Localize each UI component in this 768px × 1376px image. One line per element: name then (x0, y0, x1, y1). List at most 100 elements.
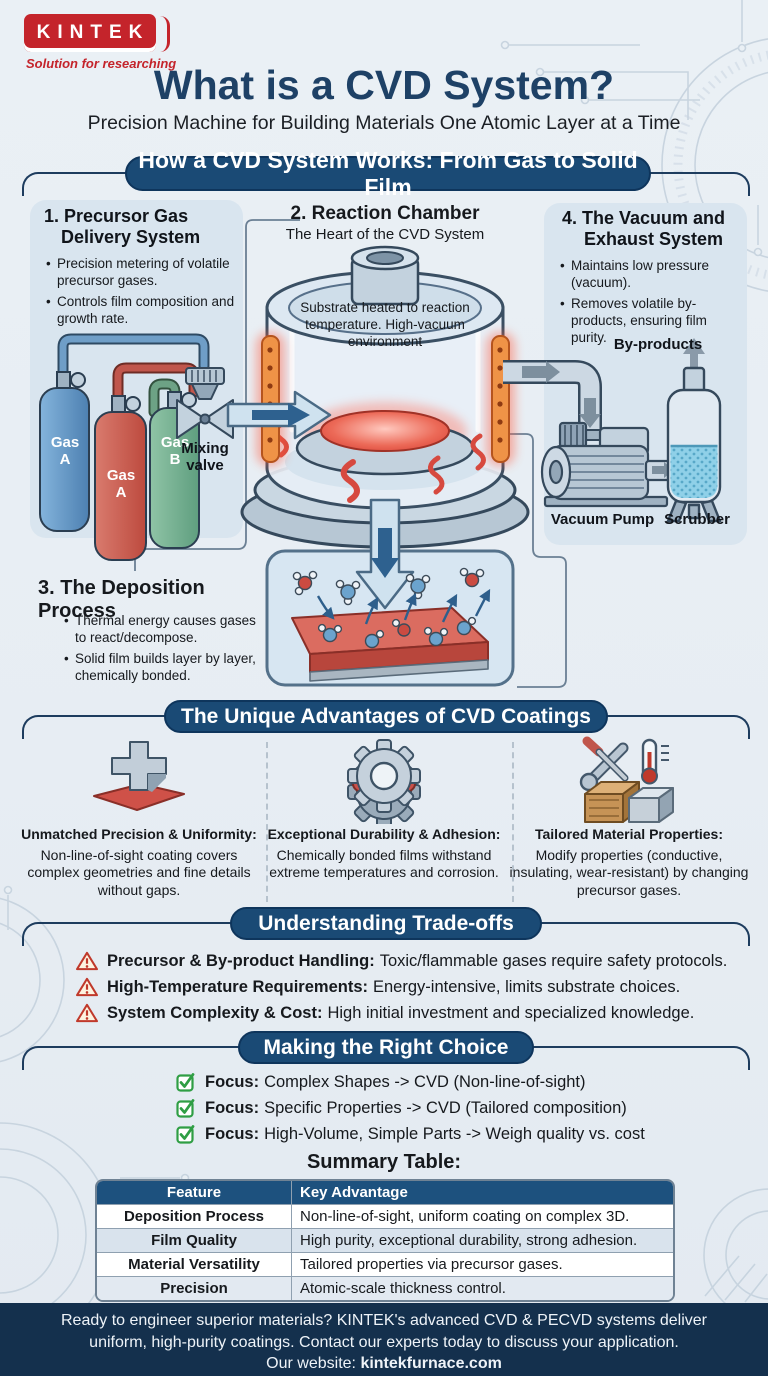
summary-cell-advantage: Tailored properties via precursor gases. (291, 1252, 673, 1276)
molecule-arrows (316, 588, 491, 625)
kintek-logo-text: KINTEK (36, 22, 150, 43)
exhaust-pipe (503, 360, 607, 441)
checkbox-icon (176, 1098, 196, 1118)
table-row: Film Quality High purity, exceptional du… (97, 1228, 673, 1252)
table-row: Precision Atomic-scale thickness control… (97, 1276, 673, 1300)
summary-cell-feature: Precision (97, 1276, 291, 1300)
advantage-durability-text: Chemically bonded films withstand extrem… (269, 846, 499, 881)
step1-heading: 1. Precursor Gas Delivery System (44, 206, 239, 247)
section-banner-choice-label: Making the Right Choice (263, 1035, 509, 1059)
precision-block-icon (93, 741, 185, 811)
step1-heading-line2: Delivery System (61, 226, 201, 247)
section-banner-how-label: How a CVD System Works: From Gas to Soli… (138, 146, 638, 200)
step4-bullet-1: Maintains low pressure (vacuum). (560, 258, 742, 291)
scrubber-label: Scrubber (664, 511, 730, 528)
section-banner-choice: Making the Right Choice (238, 1031, 534, 1064)
summary-cell-feature: Deposition Process (97, 1204, 291, 1228)
choice-1-text: Complex Shapes -> CVD (Non-line-of-sight… (264, 1072, 586, 1091)
step4-bullet-2: Removes volatile by-products, ensuring f… (560, 296, 742, 346)
page-title: What is a CVD System? (153, 62, 615, 108)
choice-1-label: Focus: (205, 1072, 260, 1091)
summary-cell-advantage: Non-line-of-sight, uniform coating on co… (291, 1204, 673, 1228)
tradeoff-3-text: High initial investment and specialized … (327, 1003, 695, 1022)
table-row: Material Versatility Tailored properties… (97, 1252, 673, 1276)
chamber-note: Substrate heated to reaction temperature… (300, 300, 470, 349)
footer-website-link[interactable]: kintekfurnace.com (360, 1355, 502, 1372)
advantages-separator-2 (512, 742, 514, 902)
advantage-tailored-text: Modify properties (conductive, insulatin… (509, 846, 749, 898)
summary-cell-feature: Film Quality (97, 1228, 291, 1252)
choice-3-label: Focus: (205, 1124, 260, 1143)
tradeoff-2-label: High-Temperature Requirements: (107, 977, 368, 996)
step3-bullets: Thermal energy causes gases to react/dec… (64, 613, 260, 690)
heated-substrate (320, 410, 450, 452)
advantage-precision-title: Unmatched Precision & Uniformity: (21, 826, 257, 842)
section-banner-tradeoffs-label: Understanding Trade-offs (258, 911, 514, 935)
section-banner-advantages-label: The Unique Advantages of CVD Coatings (181, 704, 591, 728)
vacuum-pump-label: Vacuum Pump (550, 511, 655, 528)
choice-2-label: Focus: (205, 1098, 260, 1117)
summary-header-advantage: Key Advantage (291, 1181, 673, 1204)
step1-bullets: Precision metering of volatile precursor… (46, 256, 238, 333)
mixing-valve-label: Mixing valve (181, 440, 229, 474)
gas-molecules (292, 567, 485, 649)
chamber-lid (265, 245, 505, 346)
step4-heading-line1: 4. The Vacuum and (562, 208, 726, 228)
summary-table-title: Summary Table: (306, 1151, 462, 1173)
tradeoff-item-2: High-Temperature Requirements: Energy-in… (76, 977, 680, 997)
tradeoff-3-label: System Complexity & Cost: (107, 1003, 323, 1022)
kintek-logo: KINTEK (24, 14, 156, 52)
vacuum-pump (540, 421, 678, 508)
summary-header-feature: Feature (97, 1181, 291, 1204)
choice-3-text: High-Volume, Simple Parts -> Weigh quali… (264, 1124, 645, 1143)
choice-item-2: Focus: Specific Properties -> CVD (Tailo… (176, 1098, 627, 1118)
tradeoff-1-text: Toxic/flammable gases require safety pro… (379, 951, 728, 970)
advantage-tailored-title: Tailored Material Properties: (534, 826, 723, 842)
advantage-durability: Exceptional Durability & Adhesion: Chemi… (264, 826, 504, 882)
footer-website-prefix: Our website: (266, 1355, 361, 1372)
step1-bullet-2: Controls film composition and growth rat… (46, 294, 238, 327)
gas-inlet-arrow-inner (252, 403, 310, 427)
step2-subheading: The Heart of the CVD System (285, 226, 485, 243)
coated-gear-icon (347, 739, 421, 824)
warning-icon (76, 951, 98, 971)
footer-cta-text: Ready to engineer superior materials? KI… (61, 1312, 707, 1351)
summary-cell-advantage: High purity, exceptional durability, str… (291, 1228, 673, 1252)
advantage-durability-title: Exceptional Durability & Adhesion: (267, 826, 501, 842)
choice-item-3: Focus: High-Volume, Simple Parts -> Weig… (176, 1124, 645, 1144)
gas-a2-label: Gas A (106, 467, 136, 501)
summary-cell-advantage: Atomic-scale thickness control. (291, 1276, 673, 1300)
step1-heading-line1: 1. Precursor Gas (44, 206, 189, 226)
step4-heading: 4. The Vacuum and Exhaust System (562, 208, 742, 249)
byproducts-label: By-products (613, 336, 703, 353)
step1-bullet-1: Precision metering of volatile precursor… (46, 256, 238, 289)
gas-a1-label: Gas A (50, 434, 80, 468)
advantages-separator-1 (266, 742, 268, 902)
brand-tagline: Solution for researching (26, 56, 177, 71)
step4-heading-line2: Exhaust System (584, 228, 724, 249)
gas-cylinders (39, 371, 200, 561)
checkbox-icon (176, 1072, 196, 1092)
section-banner-tradeoffs: Understanding Trade-offs (230, 907, 542, 940)
choice-2-text: Specific Properties -> CVD (Tailored com… (264, 1098, 627, 1117)
page-subtitle: Precision Machine for Building Materials… (87, 112, 681, 134)
tradeoff-item-1: Precursor & By-product Handling: Toxic/f… (76, 951, 727, 971)
summary-table: Feature Key Advantage Deposition Process… (95, 1179, 675, 1302)
mixing-valve (176, 367, 234, 439)
step2-heading: 2. Reaction Chamber (290, 203, 480, 224)
step3-bullet-1: Thermal energy causes gases to react/dec… (64, 613, 260, 646)
advantage-tailored: Tailored Material Properties: Modify pro… (509, 826, 749, 899)
tools-materials-icon (579, 736, 674, 823)
advantage-precision: Unmatched Precision & Uniformity: Non-li… (19, 826, 259, 899)
deposition-slab (291, 607, 489, 682)
tradeoff-item-3: System Complexity & Cost: High initial i… (76, 1003, 694, 1023)
warning-icon (76, 1003, 98, 1023)
table-row: Deposition Process Non-line-of-sight, un… (97, 1204, 673, 1228)
tradeoff-1-label: Precursor & By-product Handling: (107, 951, 375, 970)
kintek-logo-bracket (158, 16, 170, 52)
choice-item-1: Focus: Complex Shapes -> CVD (Non-line-o… (176, 1072, 586, 1092)
deposition-down-arrow-inner (371, 528, 399, 578)
footer-banner: Ready to engineer superior materials? KI… (0, 1303, 768, 1376)
advantage-precision-text: Non-line-of-sight coating covers complex… (27, 846, 251, 898)
